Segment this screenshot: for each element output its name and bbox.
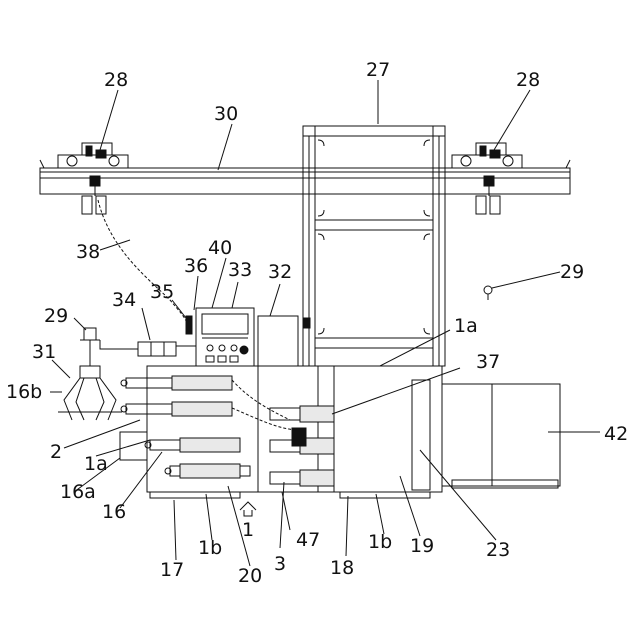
label-17: 17 xyxy=(160,559,184,581)
label-29-left: 29 xyxy=(44,305,68,327)
label-47: 47 xyxy=(296,529,320,551)
label-1b-left: 1b xyxy=(198,537,222,559)
label-19: 19 xyxy=(410,535,434,557)
label-16: 16 xyxy=(102,501,126,523)
reference-numerals: 27 28 28 30 38 40 36 33 32 29 29 34 35 1… xyxy=(6,59,628,587)
hose-lines xyxy=(232,380,300,430)
valve-34 xyxy=(80,340,196,360)
label-28-right: 28 xyxy=(516,69,540,91)
label-30: 30 xyxy=(214,103,238,125)
label-20: 20 xyxy=(238,565,262,587)
label-2: 2 xyxy=(50,441,62,463)
conveyor-42 xyxy=(442,384,560,488)
label-1: 1 xyxy=(242,519,254,541)
label-31: 31 xyxy=(32,341,56,363)
label-34: 34 xyxy=(112,289,136,311)
label-37: 37 xyxy=(476,351,500,373)
label-42: 42 xyxy=(604,423,628,445)
machine-housing xyxy=(120,366,442,498)
label-29-right: 29 xyxy=(560,261,584,283)
label-16a: 16a xyxy=(60,481,96,503)
label-35: 35 xyxy=(150,281,174,303)
grapple xyxy=(58,328,122,420)
hook-29-right xyxy=(484,286,492,300)
cylinders-left xyxy=(121,376,250,478)
label-33: 33 xyxy=(228,259,252,281)
label-27: 27 xyxy=(366,59,390,81)
box-32 xyxy=(258,316,298,366)
label-40: 40 xyxy=(208,237,232,259)
cylinders-right xyxy=(270,406,334,486)
label-23: 23 xyxy=(486,539,510,561)
label-16b: 16b xyxy=(6,381,42,403)
arrow-1 xyxy=(240,502,256,516)
label-1b-right: 1b xyxy=(368,531,392,553)
label-18: 18 xyxy=(330,557,354,579)
label-3: 3 xyxy=(274,553,286,575)
label-38: 38 xyxy=(76,241,100,263)
label-32: 32 xyxy=(268,261,292,283)
label-36: 36 xyxy=(184,255,208,277)
tower-frame xyxy=(303,126,445,366)
label-1a-top: 1a xyxy=(454,315,478,337)
label-1a-left: 1a xyxy=(84,453,108,475)
leader-lines xyxy=(50,80,600,566)
label-28-left: 28 xyxy=(104,69,128,91)
